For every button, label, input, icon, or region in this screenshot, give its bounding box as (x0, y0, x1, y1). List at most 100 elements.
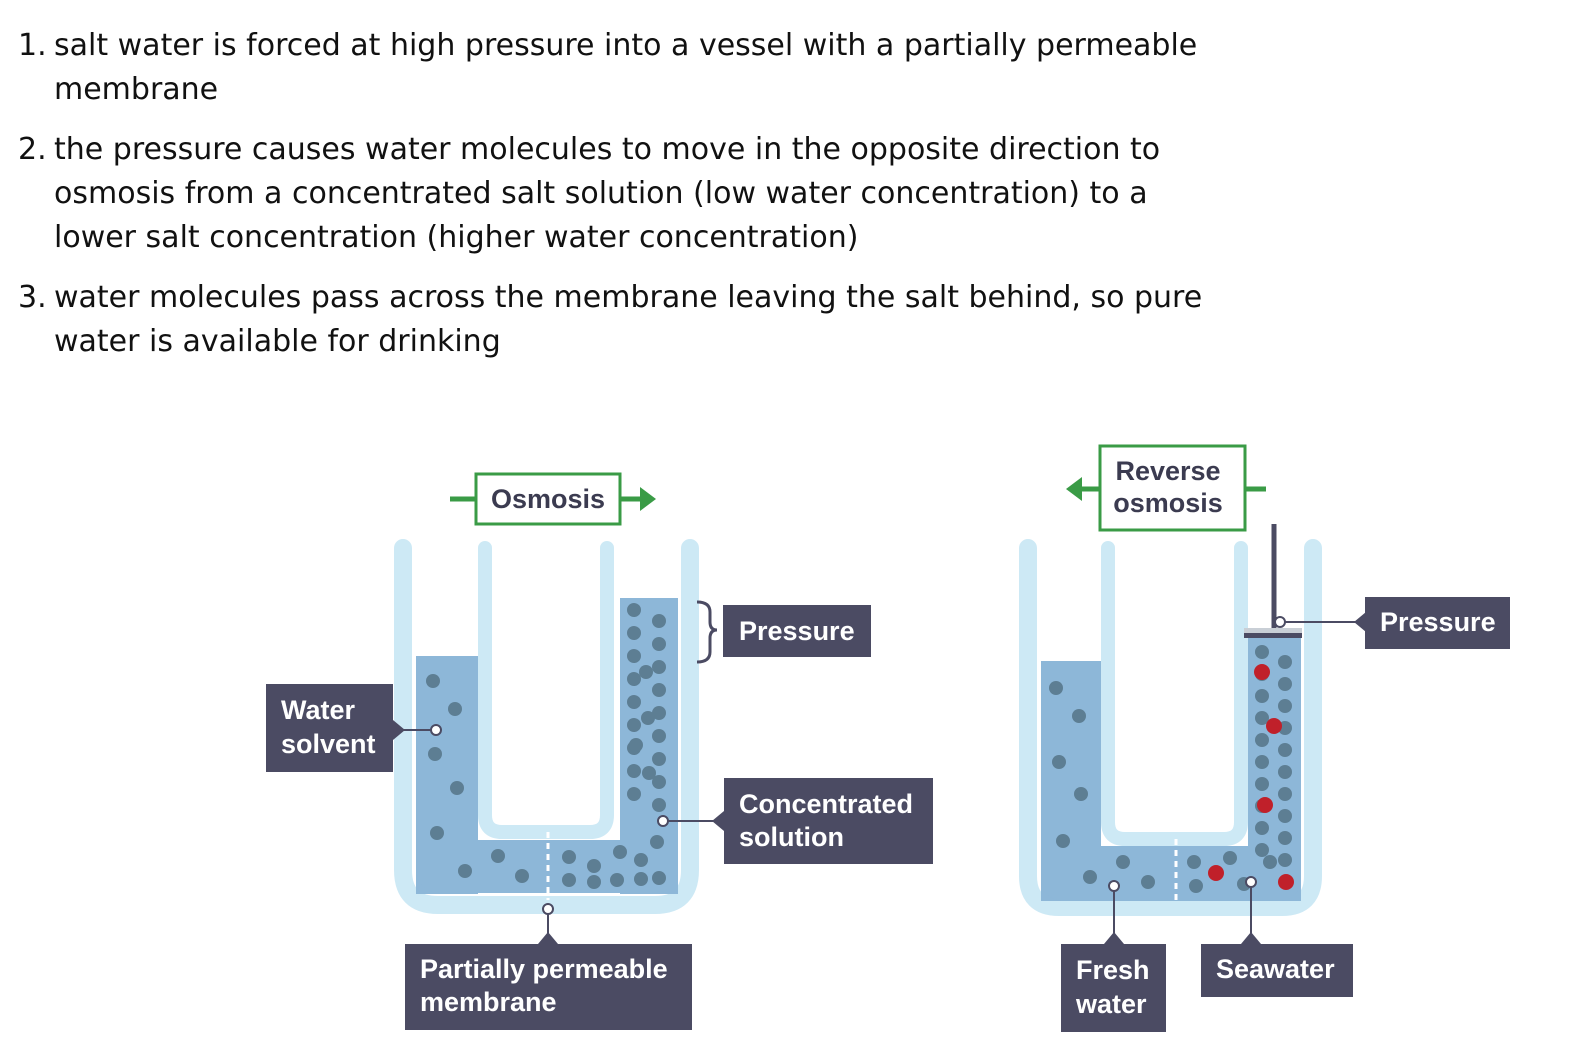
water-solvent-pointer-tip (393, 720, 405, 740)
solute-molecule (652, 752, 666, 766)
membrane-pointer-dot (542, 903, 554, 915)
salt-particle (1266, 718, 1282, 734)
solute-molecule (652, 614, 666, 628)
reverse-title-2: osmosis (1113, 488, 1223, 518)
solute-molecule (652, 683, 666, 697)
piston-plate (1244, 628, 1302, 633)
seawater-molecule (1278, 853, 1292, 867)
solute-molecule (562, 873, 576, 887)
water-solvent-pointer-dot (430, 724, 442, 736)
solute-molecule (634, 872, 648, 886)
water-molecule (458, 864, 472, 878)
solute-molecule (634, 853, 648, 867)
seawater-molecule (1278, 809, 1292, 823)
solute-molecule (652, 706, 666, 720)
reverse-title-1: Reverse (1115, 456, 1220, 486)
water-molecule (1052, 755, 1066, 769)
concentrated-solution-pointer-dot (657, 815, 669, 827)
seawater-label: Seawater (1216, 954, 1335, 984)
solute-molecule (652, 798, 666, 812)
osmosis-tube-inner (478, 541, 614, 839)
solute-molecule (562, 850, 576, 864)
water-molecule (1072, 709, 1086, 723)
seawater-molecule (1187, 855, 1201, 869)
osmosis-arrowhead (640, 487, 656, 511)
fresh-water-box (1061, 944, 1166, 1032)
membrane-pointer-tip (538, 932, 558, 944)
solute-molecule (627, 626, 641, 640)
salt-particle (1208, 865, 1224, 881)
osmosis-diagram: Osmosis Pressure Water solvent Concentra… (266, 472, 933, 1030)
solute-molecule (627, 718, 641, 732)
solute-molecule (652, 871, 666, 885)
step-item: 2. the pressure causes water molecules t… (18, 128, 1218, 260)
solute-molecule (627, 695, 641, 709)
reverse-pressure-pointer-dot (1274, 616, 1286, 628)
water-molecules-left (426, 674, 529, 883)
solute-molecule (652, 660, 666, 674)
concentrated-solution-pointer-tip (712, 811, 724, 831)
reverse-arrowhead (1066, 477, 1082, 501)
pressure-label-box (723, 605, 871, 657)
pressure-label: Pressure (739, 616, 855, 646)
seawater-molecule (1255, 777, 1269, 791)
solute-molecule (652, 729, 666, 743)
water-molecule (515, 869, 529, 883)
solute-molecule (650, 835, 664, 849)
seawater-molecule (1278, 699, 1292, 713)
seawater-molecule (1278, 743, 1292, 757)
fresh-water-pointer-tip (1104, 932, 1124, 944)
osmosis-title: Osmosis (491, 484, 605, 514)
step-item: 1. salt water is forced at high pressure… (18, 24, 1218, 112)
reverse-pressure-pointer-tip (1354, 612, 1366, 632)
water-molecule (428, 747, 442, 761)
solute-molecule (627, 649, 641, 663)
water-molecule (491, 849, 505, 863)
fresh-water-label-1: Fresh (1076, 955, 1150, 985)
seawater-molecule (1223, 851, 1237, 865)
seawater-molecule (1255, 689, 1269, 703)
solute-molecule (627, 672, 641, 686)
reverse-tube-inner (1101, 541, 1248, 846)
solute-molecule (629, 738, 643, 752)
seawater-molecule (1263, 855, 1277, 869)
step-number: 3. (18, 280, 47, 315)
step-item: 3. water molecules pass across the membr… (18, 276, 1218, 364)
seawater-molecule (1255, 733, 1269, 747)
step-number: 1. (18, 28, 47, 63)
reverse-pressure-label: Pressure (1380, 607, 1496, 637)
water-molecule (1116, 855, 1130, 869)
water-molecule (1056, 834, 1070, 848)
water-molecule (430, 826, 444, 840)
pressure-bracket (696, 600, 718, 664)
salt-particle (1278, 874, 1294, 890)
seawater-pointer-dot (1245, 876, 1257, 888)
solute-molecule (639, 665, 653, 679)
reverse-title-box (1098, 444, 1247, 532)
salt-particle (1254, 664, 1270, 680)
reverse-osmosis-diagram: Reverse osmosis Pressure Fresh water Sea… (1019, 444, 1510, 1032)
solute-molecule (627, 764, 641, 778)
water-molecule (1049, 681, 1063, 695)
piston-plate-base (1244, 633, 1302, 638)
concentrated-solution-box (724, 778, 933, 864)
solute-molecule (610, 873, 624, 887)
seawater-molecule (1189, 879, 1203, 893)
water-molecule (448, 702, 462, 716)
solute-molecule (587, 859, 601, 873)
water-molecule (426, 674, 440, 688)
solute-molecule (587, 875, 601, 889)
step-text: water molecules pass across the membrane… (54, 280, 1203, 359)
step-text: the pressure causes water molecules to m… (54, 132, 1161, 255)
water-molecule (1141, 875, 1155, 889)
seawater-molecule (1278, 655, 1292, 669)
membrane-label-1: Partially permeable (420, 954, 668, 984)
seawater-molecule (1255, 843, 1269, 857)
osmosis-title-box (474, 472, 622, 526)
seawater-molecule (1255, 821, 1269, 835)
solute-molecule (627, 603, 641, 617)
solute-molecule (641, 711, 655, 725)
fresh-water-molecules (1049, 681, 1155, 889)
solute-molecule (652, 775, 666, 789)
seawater-molecule (1278, 677, 1292, 691)
